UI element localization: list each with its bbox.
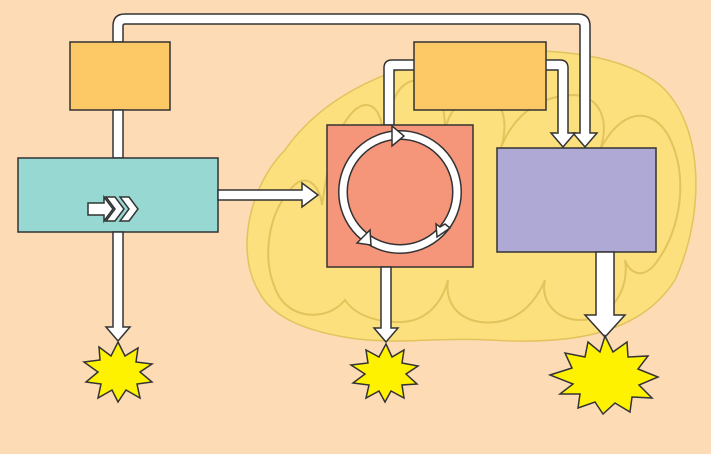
triple-chevron-icon bbox=[87, 194, 139, 224]
arrow-glycolysis-to-krebs bbox=[217, 181, 320, 209]
top-middle-route-arrows bbox=[383, 59, 577, 149]
glycolysis-box bbox=[17, 157, 219, 233]
arrow-krebs-down bbox=[372, 266, 400, 344]
top-middle-box bbox=[413, 41, 547, 111]
energy-burst-left bbox=[82, 340, 155, 404]
energy-burst-right bbox=[547, 334, 660, 416]
arrow-etc-down bbox=[583, 251, 627, 339]
connector-top-left-to-glycolysis bbox=[112, 109, 124, 159]
top-route-arrow bbox=[112, 13, 599, 149]
arrow-glycolysis-down bbox=[104, 231, 132, 343]
electron-transport-box bbox=[496, 147, 657, 253]
energy-burst-middle bbox=[348, 342, 420, 404]
krebs-cycle-box bbox=[326, 124, 474, 268]
top-left-box bbox=[69, 41, 171, 111]
cycle-arrows-icon bbox=[338, 124, 462, 254]
mitochondrion-inner-membrane bbox=[267, 78, 682, 324]
